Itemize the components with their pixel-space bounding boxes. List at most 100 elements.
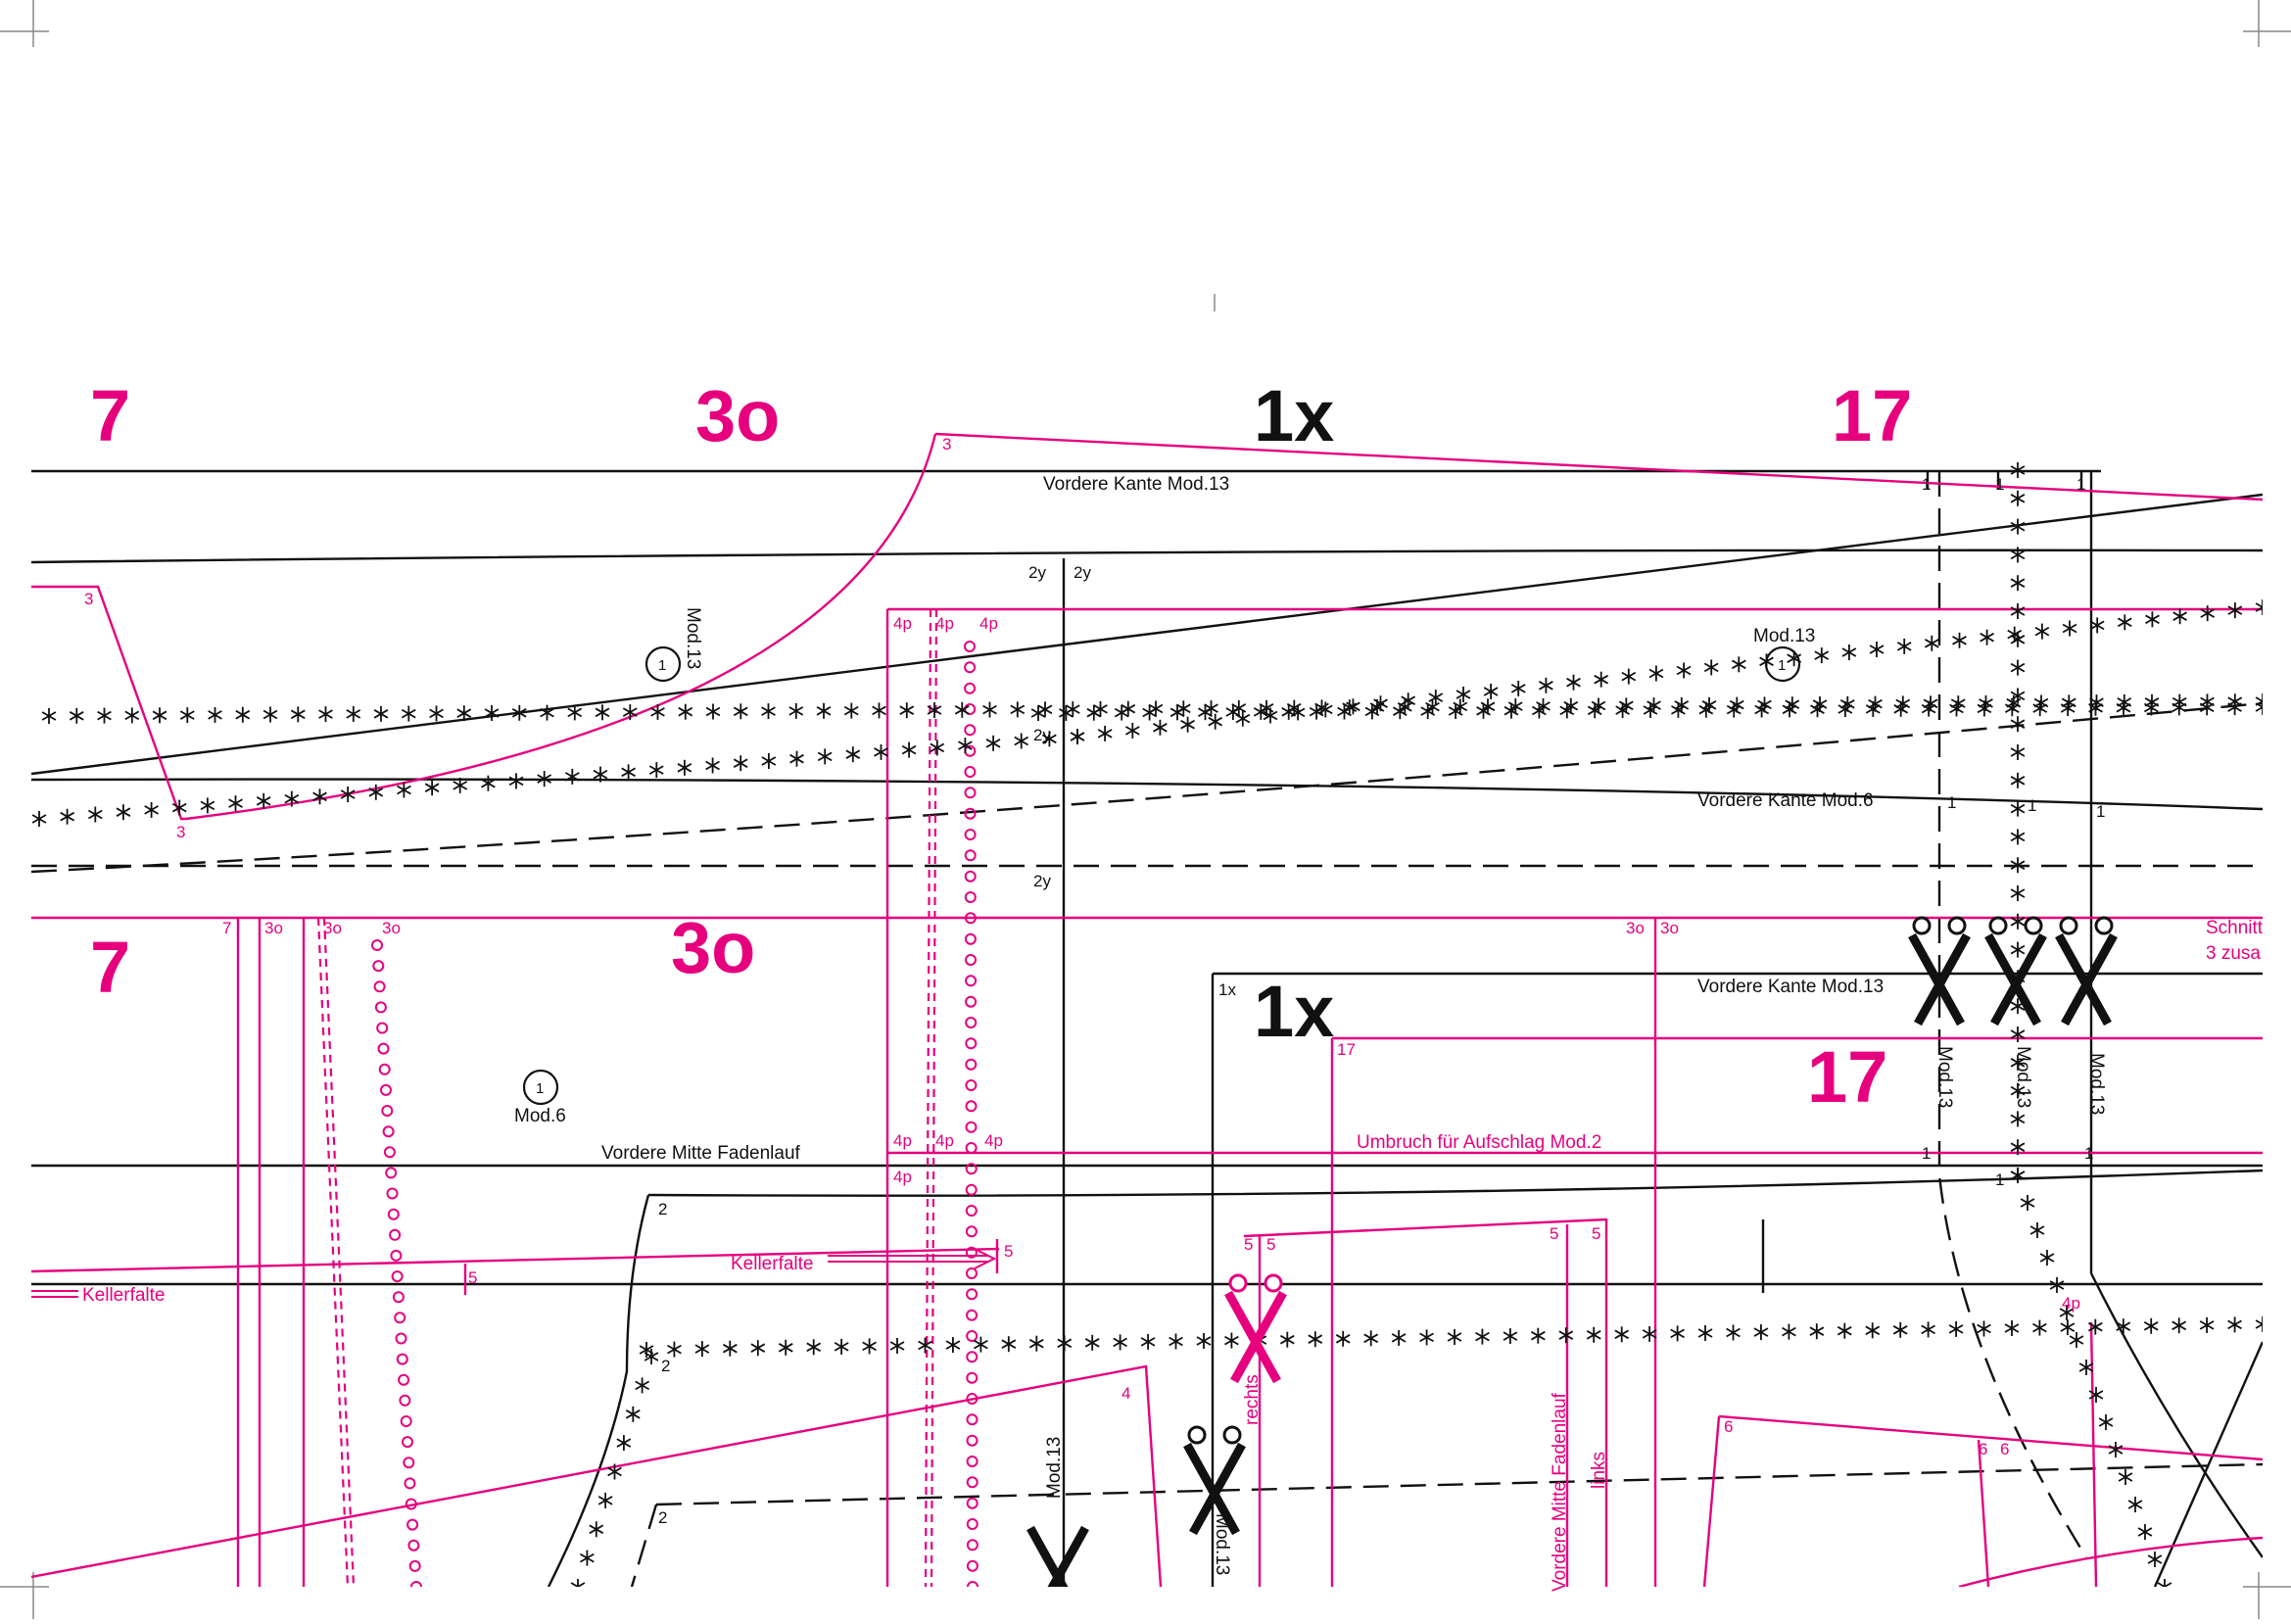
pink-stitch-dot	[967, 1581, 978, 1587]
star-stitch-mark	[843, 702, 859, 719]
star-stitch-mark	[263, 706, 278, 723]
pink-hatched-lines	[316, 608, 938, 1587]
pink-stitch-dot	[385, 1167, 398, 1179]
svg-text:4: 4	[1122, 1384, 1130, 1403]
svg-text:5: 5	[468, 1268, 477, 1287]
svg-text:1: 1	[2076, 475, 2085, 494]
svg-text:6: 6	[1724, 1417, 1733, 1436]
star-stitch-mark	[1892, 1321, 1908, 1338]
star-stitch-mark	[2010, 772, 2026, 788]
svg-text:2y: 2y	[1074, 563, 1091, 582]
svg-text:1: 1	[2028, 796, 2036, 815]
star-stitch-mark	[650, 703, 665, 720]
star-stitch-mark	[1364, 703, 1380, 720]
star-stitch-mark	[1114, 704, 1129, 721]
label-mod-vertical: Mod.13	[2013, 1046, 2033, 1108]
scissors-icon	[1908, 916, 1971, 1027]
star-stitch-mark	[1124, 722, 1140, 739]
star-stitch-mark	[705, 703, 721, 720]
star-stitch-mark	[1014, 733, 1029, 749]
star-stitch-mark	[1538, 677, 1553, 693]
star-stitch-mark	[845, 746, 861, 763]
svg-text:5: 5	[1550, 1224, 1558, 1243]
star-stitch-mark	[373, 705, 389, 722]
star-stitch-mark	[1814, 647, 1830, 664]
piece-number-17: 17	[1832, 375, 1912, 456]
star-stitch-mark	[2227, 1316, 2242, 1333]
star-stitch-mark	[874, 743, 888, 760]
star-stitch-mark	[1642, 1325, 1657, 1342]
pink-stitch-dot	[382, 1125, 395, 1138]
pink-stitch-dot	[387, 1208, 400, 1220]
pink-stitch-dot	[966, 1267, 978, 1279]
pink-stitch-dot	[381, 1105, 394, 1117]
scissors-icon	[1984, 916, 2047, 1027]
pink-stitch-dot	[966, 1518, 978, 1530]
pink-stitch-dot	[398, 1373, 410, 1386]
circle-number: 1	[1778, 657, 1786, 674]
pink-stitch-dot	[965, 1037, 978, 1050]
seam-markers: 3 3 3 1 1 1 1 1 1 1 1 1 2y 2y 2y 2y 4p 4…	[84, 435, 2105, 1527]
star-stitch-mark	[2010, 462, 2026, 478]
star-stitch-mark	[2199, 1316, 2215, 1333]
star-stitch-mark	[1475, 1328, 1490, 1345]
star-stitch-mark	[1153, 719, 1168, 736]
star-stitch-mark	[1559, 702, 1575, 719]
star-stitch-mark	[2010, 518, 2026, 535]
star-stitch-mark	[1558, 1327, 1574, 1344]
star-stitch-mark	[1921, 700, 1936, 717]
star-stitch-mark	[817, 748, 833, 765]
svg-text:5: 5	[1004, 1242, 1013, 1261]
star-stitch-mark	[954, 701, 970, 718]
star-stitch-mark	[1281, 703, 1297, 720]
star-stitch-mark	[2010, 659, 2026, 676]
star-stitch-mark	[1448, 703, 1463, 719]
star-stitch-mark	[2116, 1318, 2131, 1335]
star-stitch-mark	[2004, 1320, 2020, 1336]
star-stitch-mark	[1057, 1335, 1073, 1352]
star-stitch-mark	[1566, 674, 1581, 691]
star-stitch-mark	[1253, 703, 1268, 720]
star-stitch-mark	[1812, 696, 1828, 712]
pink-stitch-dot	[965, 1205, 978, 1217]
star-stitch-mark	[1809, 1323, 1825, 1340]
pink-stitch-dot	[376, 1022, 389, 1034]
label-vordere-kante: Vordere Kante Mod.13	[1043, 474, 1229, 495]
pink-stitch-dot	[389, 1228, 402, 1241]
star-stitch-mark	[87, 806, 103, 823]
star-stitch-mark	[318, 706, 333, 723]
star-stitch-mark	[1001, 1336, 1017, 1353]
star-stitch-mark	[816, 702, 832, 719]
svg-text:4p: 4p	[979, 614, 998, 633]
star-stitch-mark	[1392, 703, 1408, 720]
pink-stitch-dot	[966, 1476, 978, 1489]
star-stitch-mark	[2010, 631, 2026, 647]
star-stitch-mark	[1428, 690, 1444, 706]
star-stitch-mark	[678, 703, 693, 720]
star-stitch-mark	[945, 1337, 961, 1354]
svg-text:4p: 4p	[893, 614, 912, 633]
pink-stitch-dot	[392, 1291, 405, 1304]
star-stitch-mark	[1977, 1320, 1991, 1337]
pink-stitch-dot	[964, 891, 977, 903]
svg-text:3o: 3o	[323, 919, 342, 937]
star-stitch-mark	[1643, 702, 1658, 718]
svg-text:3o: 3o	[382, 919, 401, 937]
star-stitch-mark	[1373, 695, 1388, 712]
star-stitch-mark	[1059, 704, 1074, 721]
star-stitch-mark	[2060, 700, 2076, 716]
star-stitch-mark	[644, 1349, 659, 1364]
scissors-icon	[1183, 1425, 1246, 1536]
star-stitch-mark	[1140, 1333, 1156, 1350]
star-stitch-mark	[1980, 629, 1994, 645]
star-stitch-mark	[235, 706, 251, 723]
star-stitch-mark	[2118, 1469, 2133, 1485]
star-stitch-mark	[429, 705, 444, 722]
svg-text:4p: 4p	[2062, 1294, 2080, 1313]
label-mod-vertical: Mod.13	[1212, 1513, 1232, 1575]
star-stitch-mark	[2020, 1195, 2035, 1211]
star-stitch-mark	[401, 705, 416, 722]
svg-text:2: 2	[658, 1200, 667, 1218]
star-stitch-mark	[97, 707, 112, 724]
